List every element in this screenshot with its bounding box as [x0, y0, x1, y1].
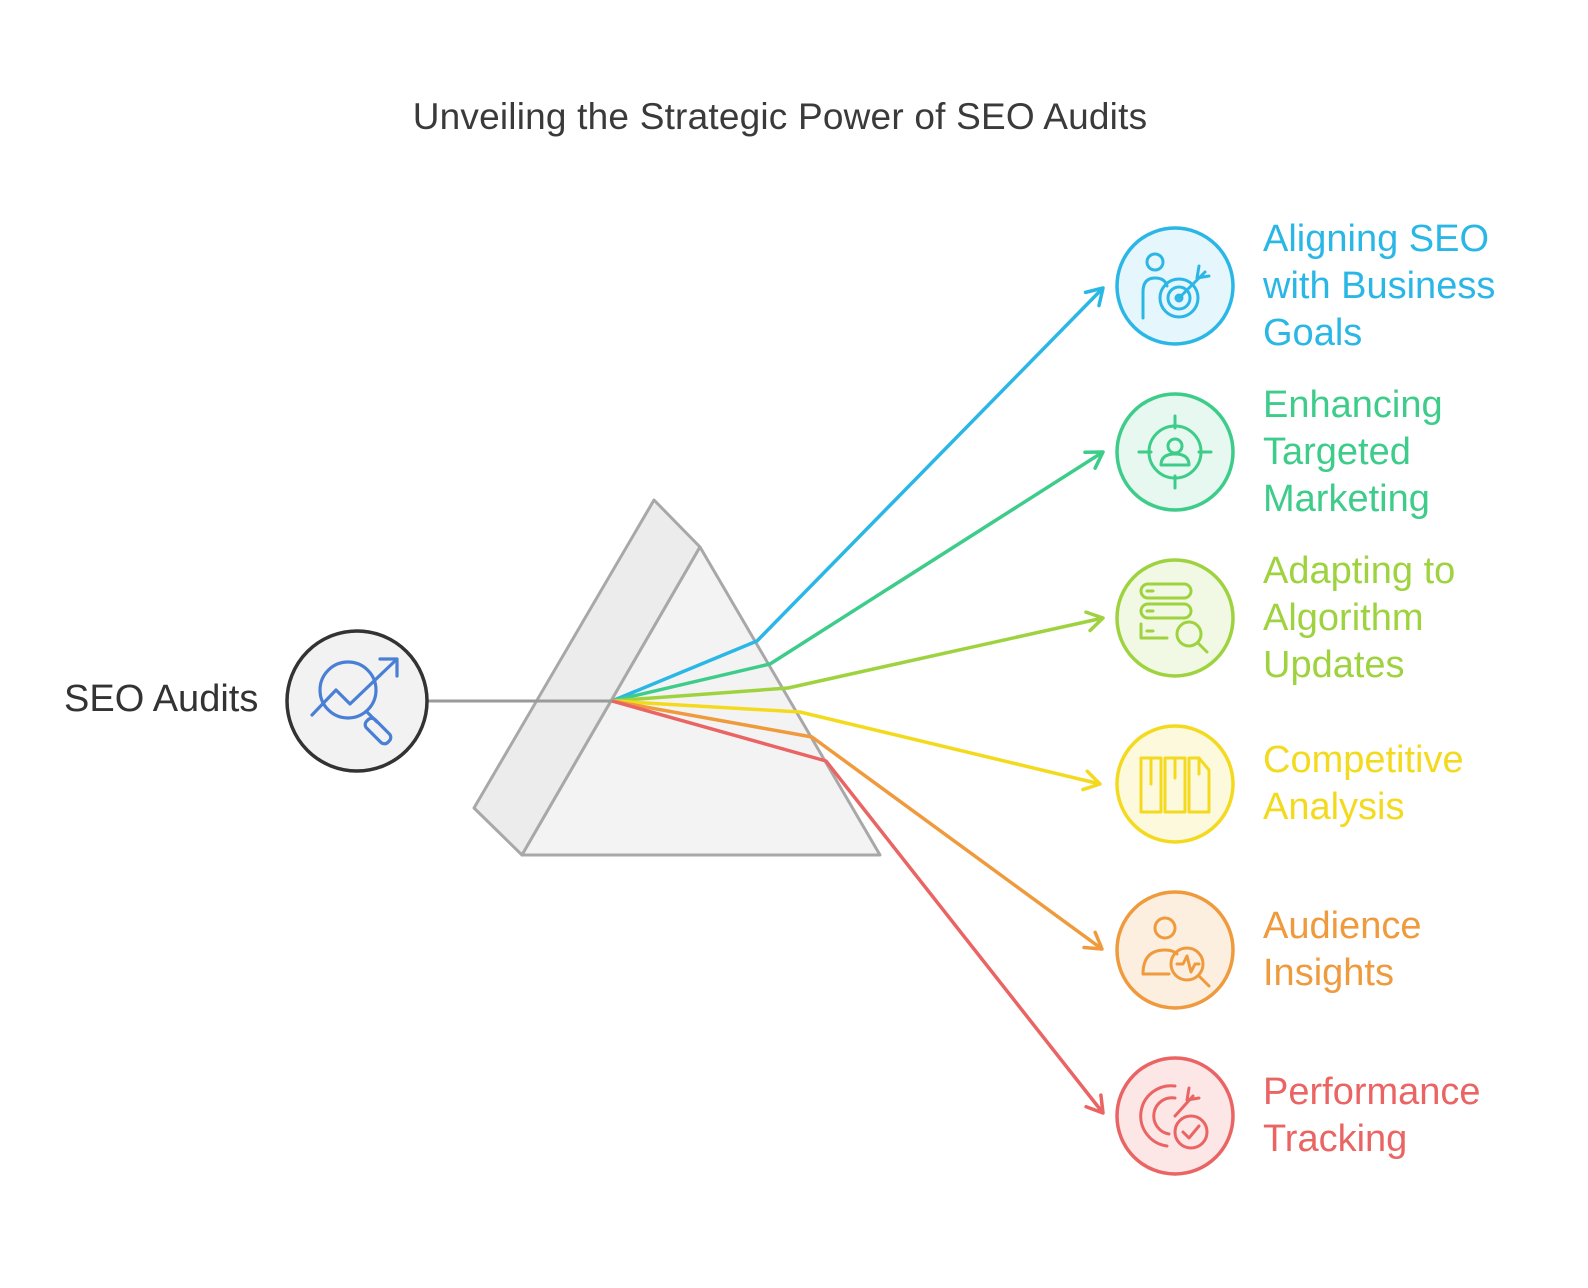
- output-nodes: [1115, 226, 1235, 1176]
- ray-4: [611, 699, 1101, 786]
- source-label: SEO Audits: [64, 678, 259, 720]
- output-label-line: Targeted: [1263, 431, 1411, 473]
- output-label-line: Performance: [1263, 1071, 1481, 1113]
- arrow-head-2: [1083, 450, 1105, 470]
- output-label-line: Marketing: [1263, 478, 1430, 520]
- arrow-head-4: [1081, 769, 1102, 792]
- ray-3: [611, 616, 1104, 703]
- output-label-line: Analysis: [1263, 786, 1405, 828]
- output-label-line: Enhancing: [1263, 384, 1443, 426]
- ray-1: [611, 286, 1105, 703]
- source-node: [285, 629, 429, 773]
- output-node-2: [1115, 392, 1235, 512]
- output-label-line: Adapting to: [1263, 550, 1456, 592]
- output-rays: [611, 286, 1105, 1115]
- output-label-line: Aligning SEO: [1263, 218, 1490, 260]
- server-search-icon: [1139, 582, 1209, 654]
- arrow-head-6: [1084, 1093, 1105, 1115]
- output-node-6: [1115, 1056, 1235, 1176]
- output-label-line: Goals: [1263, 312, 1363, 354]
- output-label-line: Tracking: [1263, 1118, 1408, 1160]
- arrow-head-5: [1082, 930, 1104, 951]
- arrow-head-3: [1084, 610, 1105, 633]
- output-node-3: [1115, 558, 1235, 678]
- output-label-line: with Business: [1263, 265, 1496, 307]
- output-label-line: Audience: [1263, 905, 1422, 947]
- output-node-4: [1115, 724, 1235, 844]
- output-label-line: Insights: [1263, 952, 1394, 994]
- ray-5: [611, 699, 1104, 951]
- person-analytics-icon: [1141, 916, 1211, 988]
- arrow-head-1: [1083, 286, 1105, 308]
- output-label-line: Updates: [1263, 644, 1405, 686]
- person-target-icon: [1141, 252, 1211, 320]
- output-label-line: Algorithm: [1263, 597, 1424, 639]
- trend-magnifier-icon: [310, 657, 399, 746]
- output-node-5: [1115, 890, 1235, 1010]
- ray-2: [611, 450, 1104, 703]
- ray-6: [611, 699, 1105, 1115]
- target-check-icon: [1139, 1084, 1209, 1150]
- crosshair-person-icon: [1137, 414, 1213, 490]
- output-label-line: Competitive: [1263, 739, 1464, 781]
- output-node-1: [1115, 226, 1235, 346]
- comparison-bars-icon: [1139, 756, 1211, 814]
- diagram-title: Unveiling the Strategic Power of SEO Aud…: [412, 96, 1148, 137]
